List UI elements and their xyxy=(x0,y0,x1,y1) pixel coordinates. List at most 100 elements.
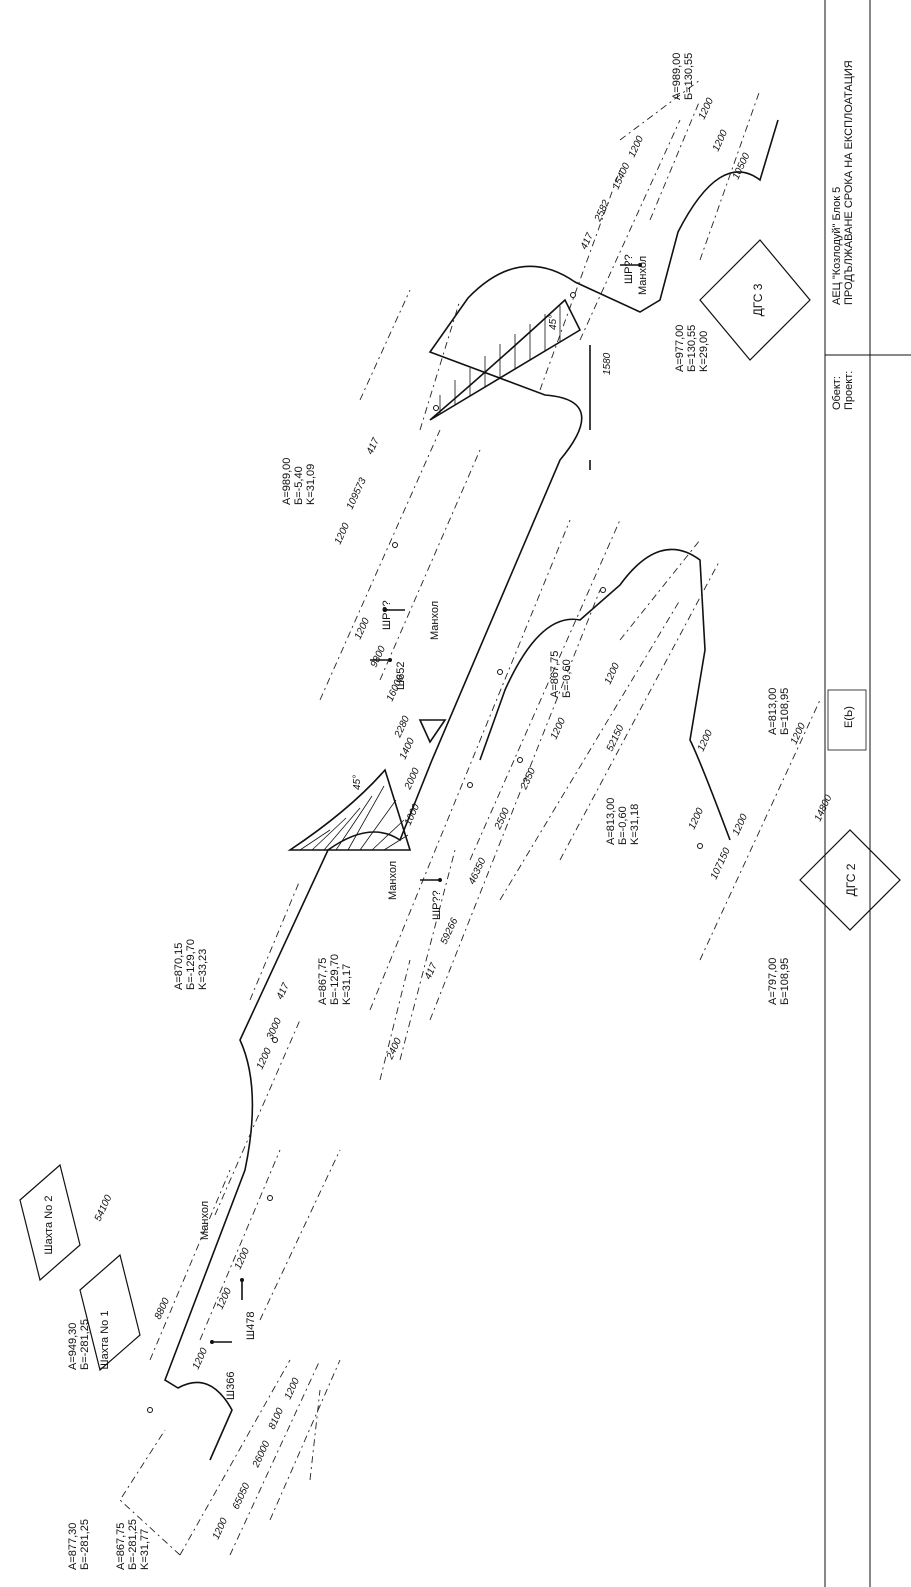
svg-text:1200: 1200 xyxy=(627,134,647,159)
coord-c6: A=813,00 Б=-0,60 K=31,18 xyxy=(605,798,641,845)
shaft-2-label: Шахта No 2 xyxy=(43,1196,55,1255)
svg-text:A=877,30: A=877,30 xyxy=(67,1523,79,1570)
manhole-label-4: Манхол xyxy=(637,256,649,295)
svg-text:K=31,09: K=31,09 xyxy=(305,464,317,505)
pipe-nodes xyxy=(147,292,703,1413)
svg-text:K=31,18: K=31,18 xyxy=(629,804,641,845)
pipeline-route xyxy=(164,119,779,1461)
title-label-object: Обект: xyxy=(831,376,843,410)
svg-text:A=949,30: A=949,30 xyxy=(67,1323,79,1370)
svg-text:1200: 1200 xyxy=(696,728,716,753)
svg-text:1200: 1200 xyxy=(255,1046,275,1071)
svg-text:417: 417 xyxy=(275,981,292,1001)
svg-text:Б=-281,25: Б=-281,25 xyxy=(127,1519,139,1570)
manhole-label-3: Манхол xyxy=(429,601,441,640)
support-label-6: ШР?? xyxy=(623,254,635,284)
coord-c10: A=989,00 Б=-5,40 K=31,09 xyxy=(281,458,317,505)
shaft-1-box: Шахта No 1 xyxy=(79,1253,141,1372)
svg-text:1200: 1200 xyxy=(789,721,809,746)
title-project-value: ПРОДЪЛЖАВАНЕ СРОКА НА ЕКСПЛОАТАЦИЯ xyxy=(843,60,855,305)
svg-text:Б=108,95: Б=108,95 xyxy=(779,688,791,735)
svg-text:45°: 45° xyxy=(352,775,363,790)
svg-text:K=31,77: K=31,77 xyxy=(139,1529,151,1570)
svg-text:Б=-281,25: Б=-281,25 xyxy=(79,1519,91,1570)
dgs-3-box: ДГС 3 xyxy=(699,239,811,361)
svg-text:10500: 10500 xyxy=(731,151,753,181)
svg-text:1000: 1000 xyxy=(403,802,423,827)
svg-text:A=867,75: A=867,75 xyxy=(317,958,329,1005)
svg-text:9800: 9800 xyxy=(369,644,389,669)
svg-text:417: 417 xyxy=(365,436,382,456)
manhole-labels: Манхол Манхол Манхол Манхол xyxy=(199,256,649,1240)
svg-text:A=989,00: A=989,00 xyxy=(671,53,683,100)
support-label-2: Ш478 xyxy=(245,1312,257,1340)
svg-text:2280: 2280 xyxy=(392,714,412,740)
svg-text:1200: 1200 xyxy=(549,716,569,741)
svg-text:Б=130,55: Б=130,55 xyxy=(683,53,695,100)
svg-text:Б=130,55: Б=130,55 xyxy=(686,325,698,372)
svg-text:14800: 14800 xyxy=(813,793,835,823)
svg-text:1400: 1400 xyxy=(398,736,418,761)
svg-text:65050: 65050 xyxy=(231,1481,253,1511)
svg-text:A=867,75: A=867,75 xyxy=(115,1523,127,1570)
svg-text:Б=-0,60: Б=-0,60 xyxy=(617,806,629,845)
svg-text:A=870,15: A=870,15 xyxy=(173,943,185,990)
svg-text:1200: 1200 xyxy=(731,812,751,837)
coord-c9: A=867,75 Б=-0,60 xyxy=(549,651,573,698)
svg-text:Б=-129,70: Б=-129,70 xyxy=(329,954,341,1005)
dimension-values: 1200 65050 26000 8100 1200 1200 1200 120… xyxy=(93,96,835,1541)
svg-text:1200: 1200 xyxy=(233,1246,253,1271)
coord-c1: A=949,30 Б=-281,25 xyxy=(67,1319,91,1370)
svg-text:2350: 2350 xyxy=(518,766,538,792)
svg-text:52150: 52150 xyxy=(605,723,627,753)
manhole-label-2: Манхол xyxy=(387,861,399,900)
svg-text:2400: 2400 xyxy=(384,1036,404,1062)
coord-c11: A=977,00 Б=130,55 K=29,00 xyxy=(674,325,710,372)
manhole-label-1: Манхол xyxy=(199,1201,211,1240)
svg-text:109573: 109573 xyxy=(345,476,369,511)
svg-text:K=33,23: K=33,23 xyxy=(197,949,209,990)
svg-text:1580: 1580 xyxy=(602,352,613,375)
dimension-lines xyxy=(119,79,821,1556)
shaft-2-box: Шахта No 2 xyxy=(19,1163,81,1282)
svg-text:1200: 1200 xyxy=(333,521,353,546)
svg-text:2582: 2582 xyxy=(592,198,612,224)
svg-text:1200: 1200 xyxy=(283,1376,303,1401)
coord-c12: A=989,00 Б=130,55 xyxy=(671,53,695,100)
svg-text:1200: 1200 xyxy=(211,1516,231,1541)
svg-text:K=29,00: K=29,00 xyxy=(698,331,710,372)
svg-text:Б=-129,70: Б=-129,70 xyxy=(185,939,197,990)
svg-text:26000: 26000 xyxy=(250,1439,272,1470)
hatched-area-45deg xyxy=(287,768,412,851)
title-label-project: Проект: xyxy=(843,371,855,410)
support-label-4: Ш652 xyxy=(395,662,407,690)
svg-text:3000: 3000 xyxy=(265,1016,285,1041)
shaft-1-label: Шахта No 1 xyxy=(99,1311,111,1370)
svg-text:1200: 1200 xyxy=(697,96,717,121)
svg-text:A=867,75: A=867,75 xyxy=(549,651,561,698)
svg-text:46350: 46350 xyxy=(467,856,489,886)
svg-text:1200: 1200 xyxy=(687,806,707,831)
svg-text:1200: 1200 xyxy=(191,1346,211,1371)
dgs-2-box: ДГС 2 xyxy=(799,829,901,931)
svg-text:417: 417 xyxy=(579,231,596,251)
svg-text:1200: 1200 xyxy=(603,661,623,686)
svg-text:1200: 1200 xyxy=(711,128,731,153)
svg-text:54100: 54100 xyxy=(93,1193,115,1223)
coordinate-labels: A=949,30 Б=-281,25 A=877,30 Б=-281,25 A=… xyxy=(67,53,791,1570)
hatched-area-upper xyxy=(429,298,591,470)
coord-c3: A=867,75 Б=-281,25 K=31,77 xyxy=(115,1519,151,1570)
coord-c7: A=797,00 Б=108,95 xyxy=(767,958,791,1005)
svg-text:Б=-281,25: Б=-281,25 xyxy=(79,1319,91,1370)
title-mark: Е(Ь) xyxy=(843,706,855,728)
svg-text:107150: 107150 xyxy=(709,846,733,881)
svg-text:K=31,17: K=31,17 xyxy=(341,964,353,1005)
support-label-5: ШР?? xyxy=(381,600,393,630)
dgs-3-label: ДГС 3 xyxy=(751,283,765,316)
support-stubs xyxy=(210,263,642,1344)
svg-text:A=813,00: A=813,00 xyxy=(767,688,779,735)
svg-text:1200: 1200 xyxy=(215,1286,235,1311)
svg-text:8800: 8800 xyxy=(153,1296,173,1321)
coord-c8: A=813,00 Б=108,95 xyxy=(767,688,791,735)
